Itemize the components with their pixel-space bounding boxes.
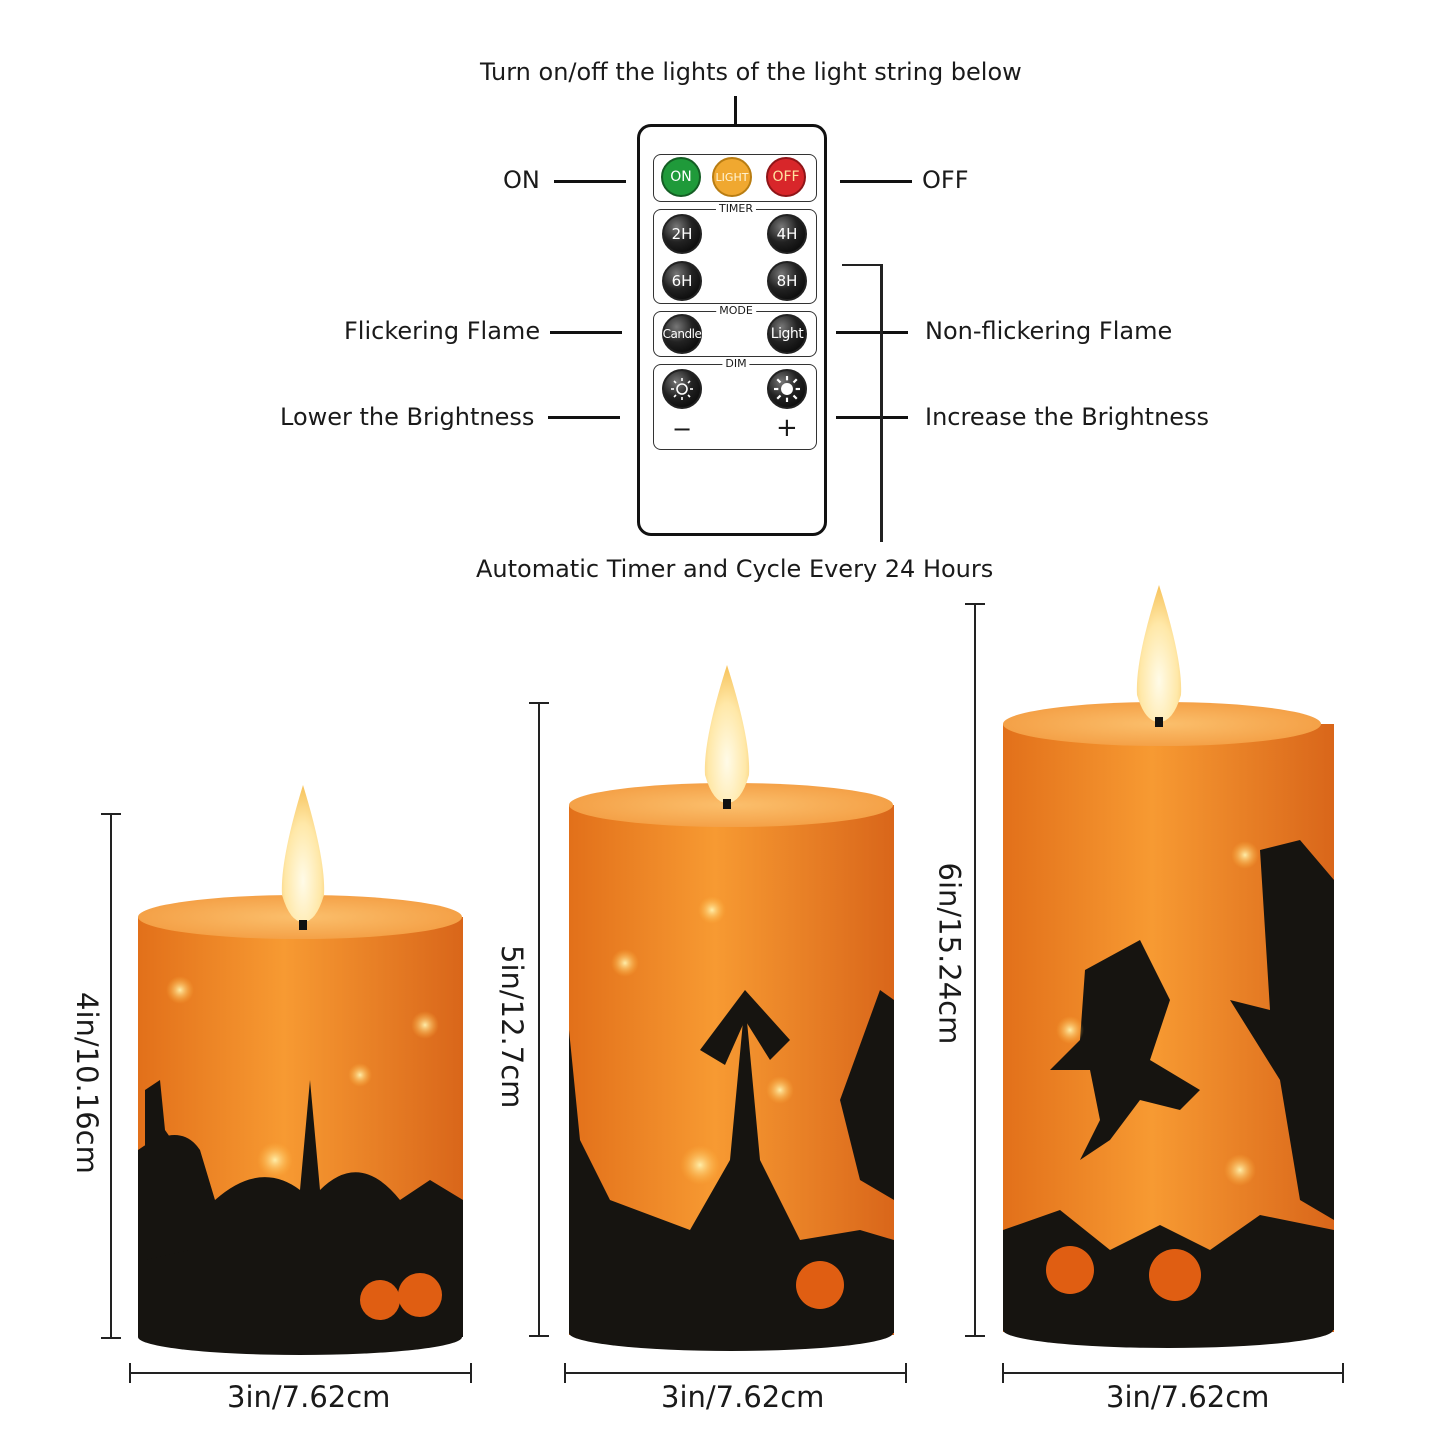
top-caption: Turn on/off the lights of the light stri…	[480, 58, 1022, 86]
height-label-large: 6in/15.24cm	[932, 862, 967, 1045]
dim-title: DIM	[722, 357, 750, 370]
candle-mode-button[interactable]: Candle	[662, 314, 702, 354]
label-increase-brightness: Increase the Brightness	[925, 403, 1210, 431]
light-mode-button[interactable]: Light	[767, 314, 807, 354]
candle-large	[1003, 585, 1334, 1348]
power-panel: ON LIGHT OFF	[653, 154, 817, 202]
dim-minus-sign: −	[672, 415, 693, 443]
candle-small	[138, 785, 463, 1355]
width-label-medium: 3in/7.62cm	[661, 1380, 825, 1414]
leader-off	[840, 180, 912, 183]
leader-lower	[548, 416, 620, 419]
timer-panel: TIMER 2H 4H 6H 8H	[653, 202, 817, 304]
on-button[interactable]: ON	[661, 157, 701, 197]
dimension-lines	[101, 603, 1344, 1383]
leader-flicker	[550, 331, 622, 334]
timer-8h-button[interactable]: 8H	[767, 261, 807, 301]
mode-panel: MODE Candle Light	[653, 304, 817, 357]
sun-bright-icon	[774, 376, 800, 402]
timer-title: TIMER	[715, 202, 757, 215]
dim-panel: DIM −	[653, 357, 817, 450]
remote-control: ON LIGHT OFF TIMER 2H 4H 6H 8H MODE Cand…	[637, 124, 827, 536]
off-button[interactable]: OFF	[766, 157, 806, 197]
height-label-medium: 5in/12.7cm	[495, 945, 529, 1109]
label-off: OFF	[922, 166, 969, 194]
label-lower-brightness: Lower the Brightness	[280, 403, 535, 431]
bottom-caption: Automatic Timer and Cycle Every 24 Hours	[476, 555, 994, 583]
timer-bracket-line	[880, 264, 883, 542]
width-label-large: 3in/7.62cm	[1106, 1380, 1270, 1414]
leader-nonflicker	[836, 331, 908, 334]
timer-bracket-top	[842, 264, 882, 266]
height-label-small: 4in/10.16cm	[70, 992, 104, 1174]
leader-increase	[836, 416, 908, 419]
light-button[interactable]: LIGHT	[712, 157, 752, 197]
timer-2h-button[interactable]: 2H	[662, 214, 702, 254]
dim-plus-sign: +	[776, 413, 798, 443]
dim-down-button[interactable]	[662, 369, 702, 409]
candle-medium	[569, 665, 894, 1351]
label-on: ON	[503, 166, 540, 194]
dim-up-button[interactable]	[767, 369, 807, 409]
leader-on	[554, 180, 626, 183]
label-flickering-flame: Flickering Flame	[344, 317, 541, 345]
timer-4h-button[interactable]: 4H	[767, 214, 807, 254]
width-label-small: 3in/7.62cm	[227, 1380, 391, 1414]
label-non-flickering-flame: Non-flickering Flame	[925, 317, 1173, 345]
timer-6h-button[interactable]: 6H	[662, 261, 702, 301]
mode-title: MODE	[716, 304, 756, 317]
top-leader	[734, 96, 737, 124]
sun-dim-icon	[671, 378, 693, 400]
